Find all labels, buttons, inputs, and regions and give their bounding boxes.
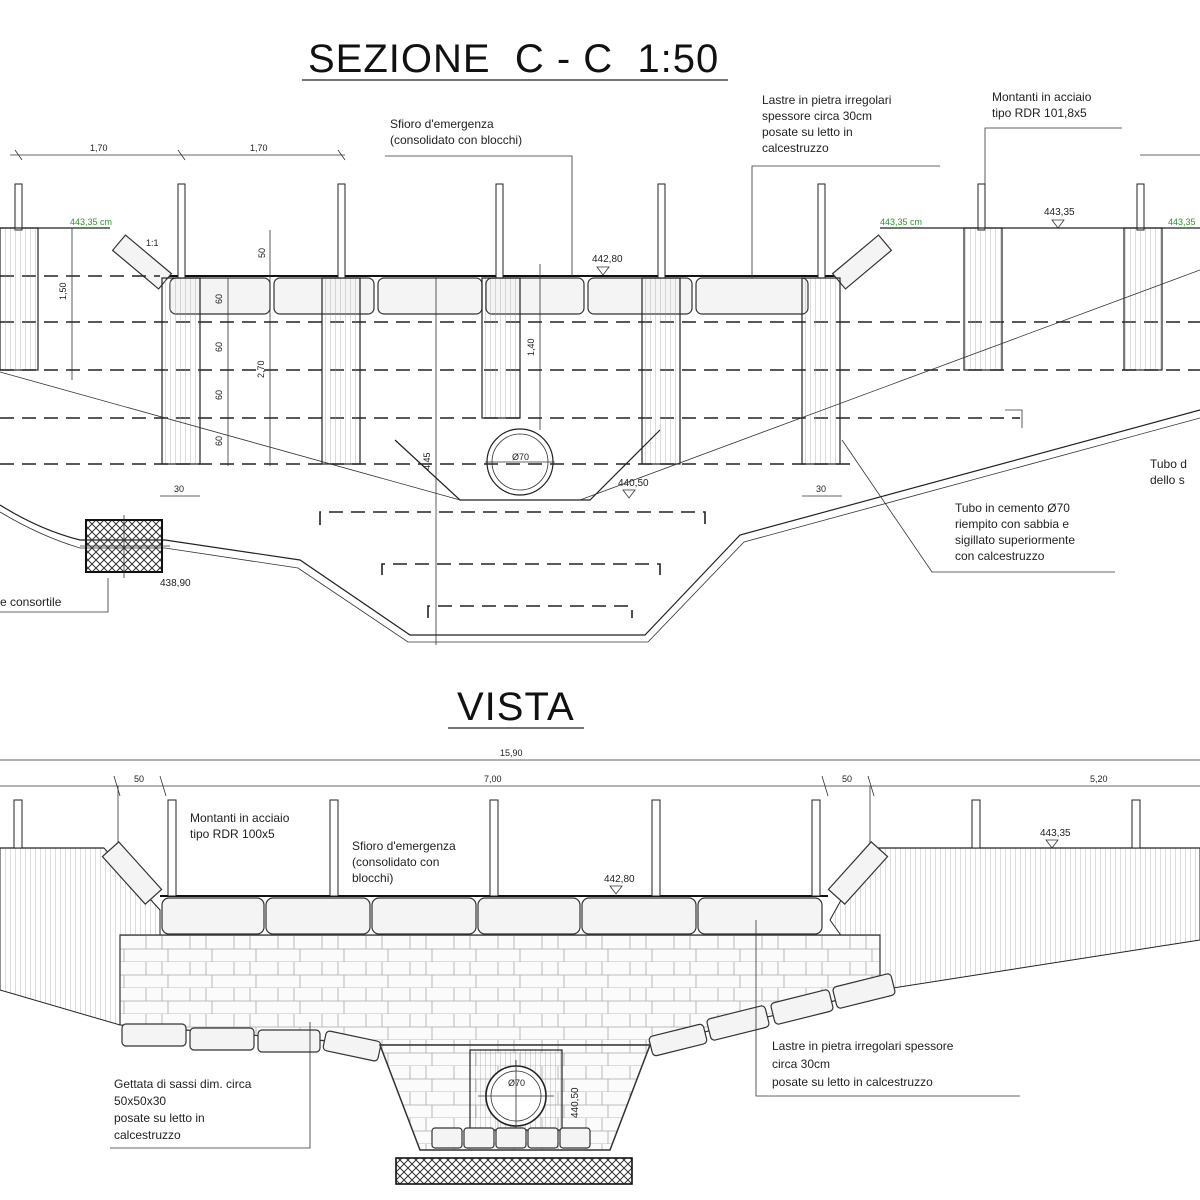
view-steel-posts [13, 799, 1141, 897]
slope-line-left [0, 371, 461, 501]
dim-445: 4,45 [422, 452, 432, 470]
dim-140: 1,40 [526, 338, 536, 356]
leader-consortile [0, 578, 109, 613]
spillway-cut [394, 429, 661, 501]
leader-lastre [751, 165, 940, 278]
view-note-lastre: Lastre in pietra irregolari spessore cir… [772, 1039, 957, 1089]
note-consortile: e consortile [0, 595, 62, 609]
view-level-44335: 443,35 [1040, 828, 1071, 839]
view-title: VISTA [457, 685, 575, 729]
note-lastre: Lastre in pietra irregolari spessore cir… [762, 93, 895, 155]
dim-50-a: 50 [257, 248, 267, 258]
view-note-sfioro: Sfioro d'emergenza (consolidato con bloc… [352, 839, 459, 885]
level-43890: 438,90 [160, 578, 191, 589]
dim-30-a: 30 [174, 484, 184, 494]
dash-hook [1005, 409, 1023, 428]
foundation-bracket-1 [319, 511, 706, 525]
view-right-slope-block [827, 841, 889, 905]
view-leader-lastre [755, 920, 1020, 1097]
level-44280: 442,80 [592, 254, 623, 265]
view-left-slope-block [101, 841, 163, 905]
top-dim-tick-2 [177, 149, 186, 161]
dim-11: 1:1 [146, 238, 159, 248]
view-crest-stones [161, 897, 823, 935]
right-slope-block [831, 234, 893, 290]
leader-sfioro [385, 155, 573, 276]
section-title: SEZIONE C - C 1:50 [308, 37, 719, 81]
view-tick-c [821, 775, 829, 797]
dim-60-d: 60 [214, 436, 224, 446]
dim-30-b: 30 [816, 484, 826, 494]
leader-tubo [841, 439, 1115, 573]
view-tick-d [867, 775, 875, 797]
view-dim-total: 15,90 [500, 748, 523, 758]
section-cc: SEZIONE C - C 1:50 1,70 1,70 443,35 cm 4… [0, 37, 1200, 645]
leader-montanti [984, 127, 1122, 184]
ground-level-left: 443,35 cm [70, 217, 112, 227]
view-dim-520: 5,20 [1090, 774, 1108, 784]
dim-270: 2,70 [256, 360, 266, 378]
level-44050: 440,50 [618, 478, 649, 489]
riprap-left [121, 1023, 382, 1062]
view-tick-b [159, 775, 167, 797]
view-level-marker-44280 [609, 885, 623, 895]
foundation-slab [395, 1157, 633, 1185]
view-dim-700: 7,00 [484, 774, 502, 784]
dim-150: 1,50 [58, 282, 68, 300]
dim-60-a: 60 [214, 294, 224, 304]
dim-60-b: 60 [214, 342, 224, 352]
level-44335: 443,35 [1044, 207, 1075, 218]
foundation-bracket-3 [427, 605, 633, 618]
note-montanti: Montanti in acciaio tipo RDR 101,8x5 [992, 90, 1095, 120]
riverbed-profile-2 [0, 417, 1200, 643]
level-marker-44335 [1051, 219, 1065, 229]
level-marker-44050 [622, 489, 636, 499]
top-dim-tick-1 [14, 149, 23, 161]
piles [0, 227, 1163, 465]
view-dim-50-b: 50 [842, 774, 852, 784]
right-embankment [829, 847, 1200, 991]
top-dim-tick-3 [337, 149, 346, 161]
view-leader-gettata [110, 1022, 311, 1149]
note-sfioro: Sfioro d'emergenza (consolidato con bloc… [390, 117, 522, 147]
dim-170-b: 1,70 [250, 143, 268, 153]
channel-bottom-stones [431, 1127, 591, 1149]
view-dim-phi: Ø70 [508, 1078, 525, 1088]
foundation-bracket-2 [381, 563, 661, 575]
view-level-44050: 440,50 [570, 1087, 581, 1118]
slope-line-right [579, 269, 1200, 501]
view-level-marker-44335 [1045, 839, 1059, 849]
level-marker-44280 [596, 266, 610, 276]
riverbed-profile [0, 409, 1200, 636]
view-dim-50-a: 50 [134, 774, 144, 784]
ground-level-right: 443,35 cm [880, 217, 922, 227]
view-note-montanti: Montanti in acciaio tipo RDR 100x5 [190, 811, 293, 841]
view-level-44280: 442,80 [604, 874, 635, 885]
dim-170-a: 1,70 [90, 143, 108, 153]
dim-60-c: 60 [214, 390, 224, 400]
riprap-right [648, 973, 896, 1057]
view-tick-a [113, 775, 121, 797]
view-note-gettata: Gettata di sassi dim. circa 50x50x30 pos… [114, 1077, 255, 1142]
dim-phi: Ø70 [512, 452, 529, 462]
ground-level-far: 443,35 [1168, 217, 1196, 227]
view: VISTA 15,90 50 7,00 50 5,20 443,35 [0, 685, 1200, 1185]
note-tubo-right: Tubo d dello s [1150, 457, 1190, 487]
note-tubo: Tubo in cemento Ø70 riempito con sabbia … [955, 501, 1078, 563]
